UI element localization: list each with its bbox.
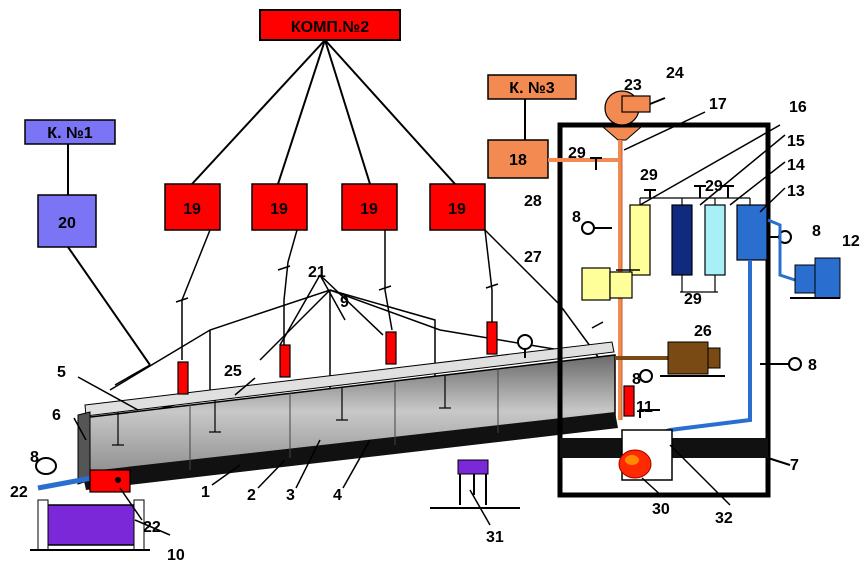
callout-12: 12 [842,233,860,250]
thermocouple-sensors-9 [177,321,635,417]
block-20: 20 [37,194,97,248]
callout-24: 24 [666,65,684,82]
drive-motor-10 [30,499,150,551]
callout-3: 3 [286,487,295,504]
absorber-columns [629,197,768,293]
callout-1: 1 [201,484,210,501]
callout-9: 9 [340,294,349,311]
callout-23: 23 [624,77,642,94]
block-19-label: 19 [183,201,201,218]
callout-numbers: 1 2 3 4 5 6 7 8 8 8 8 8 9 10 11 12 13 14… [10,65,860,564]
callout-7: 7 [790,457,799,474]
controller-3-box: К. №3 [487,74,577,100]
callout-27: 27 [524,249,542,266]
block-18-label: 18 [509,152,527,169]
callout-15: 15 [787,133,805,150]
block-19-label: 19 [360,201,378,218]
callout-leaders [73,111,786,536]
callout-10: 10 [167,547,185,564]
callout-14: 14 [787,157,805,174]
callout-26: 26 [694,323,712,340]
pressure-gauges-8 [35,221,802,475]
callout-22-b: 22 [143,519,161,536]
callout-30: 30 [652,501,670,518]
callout-22-a: 22 [10,484,28,501]
controller-1-label: К. №1 [47,125,92,142]
callout-17: 17 [709,96,727,113]
callout-11: 11 [636,399,653,416]
callout-8-d: 8 [632,371,641,388]
controller-1-box: К. №1 [24,119,116,145]
callout-5: 5 [57,364,66,381]
pump-12 [790,257,841,299]
sensor-block-19-a: 19 [164,183,221,231]
sensor-block-19-c: 19 [341,183,398,231]
block-20-label: 20 [58,215,76,232]
sensor-block-19-d: 19 [429,183,486,231]
feed-screw-22 [37,469,131,493]
callout-4: 4 [333,487,342,504]
controller-3-label: К. №3 [509,80,554,97]
callout-2: 2 [247,487,256,504]
heater-27 [581,267,633,301]
callout-28: 28 [524,193,542,210]
callout-8-a: 8 [572,209,581,226]
valves-29 [644,185,734,198]
rotating-drum [77,341,618,490]
cabinet-frame [557,122,771,498]
motor-26 [615,341,725,377]
callout-8-b: 8 [812,223,821,240]
computer-2-wires [191,39,456,185]
thermocouple-wires [175,229,616,381]
computer-2-label: КОМП.№2 [291,19,369,36]
callout-29-d: 29 [684,291,702,308]
callout-6: 6 [52,407,61,424]
computer-2-box: КОМП.№2 [259,9,401,41]
callout-21: 21 [308,264,326,281]
block-19-label: 19 [448,201,466,218]
callout-13: 13 [787,183,805,200]
callout-29-a: 29 [568,145,586,162]
callout-31: 31 [486,529,504,546]
exhaust-fan-23 [601,90,666,141]
burner-30 [618,449,652,479]
callout-25: 25 [224,363,242,380]
callout-16: 16 [789,99,807,116]
callout-32: 32 [715,510,733,527]
sensor-block-19-b: 19 [251,183,308,231]
callout-29-c: 29 [705,178,723,195]
callout-29-b: 29 [640,167,658,184]
callout-8-e: 8 [30,449,39,466]
callout-8-c: 8 [808,357,817,374]
block-19-label: 19 [270,201,288,218]
support-31 [430,459,520,509]
block-18: 18 [487,139,549,179]
